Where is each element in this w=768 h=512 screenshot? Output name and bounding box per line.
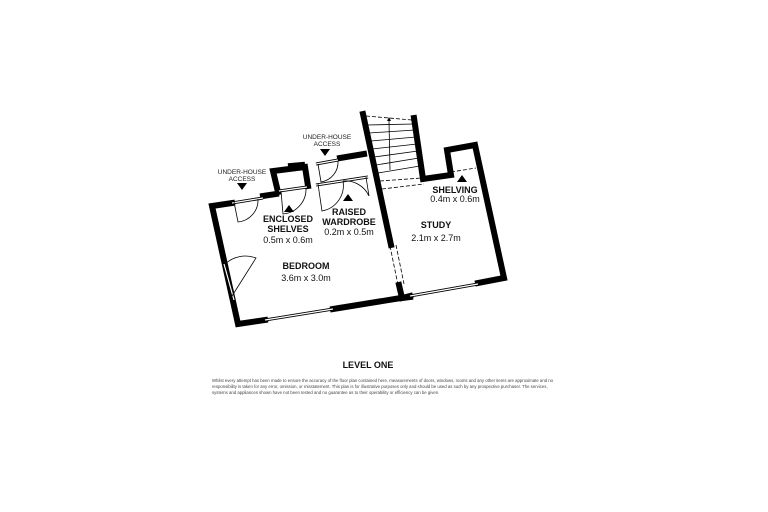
enclosed-shelves-size: 0.5m x 0.6m [263, 235, 313, 245]
windows [222, 158, 479, 322]
disclaimer: Whilst every attempt has been made to en… [212, 378, 554, 395]
level-title: LEVEL ONE [343, 360, 394, 370]
raised-wardrobe-size: 0.2m x 0.5m [324, 227, 374, 237]
enclosed-shelves-label-2: SHELVES [267, 224, 308, 234]
opening [389, 244, 405, 286]
staircase[interactable] [365, 115, 477, 190]
door-swings [224, 160, 370, 297]
access-marker-icon [320, 149, 330, 156]
bedroom-size: 3.6m x 3.0m [281, 273, 331, 283]
access-label-left-line1: UNDER-HOUSE [218, 169, 267, 176]
shelving-size: 0.4m x 0.6m [430, 194, 480, 204]
access-label-left-line2: ACCESS [229, 176, 256, 183]
shelves-marker-icon [284, 205, 294, 212]
triangle-markers [237, 149, 467, 212]
bedroom-label: BEDROOM [283, 261, 330, 271]
shelving-label: SHELVING [432, 185, 477, 195]
access-label-top-line2: ACCESS [314, 141, 341, 148]
raised-wardrobe-label-2: WARDROBE [322, 217, 376, 227]
access-label-top-line1: UNDER-HOUSE [303, 134, 352, 141]
shelving-marker-icon [457, 175, 467, 182]
wardrobe-marker-icon [343, 194, 353, 201]
enclosed-shelves-label-1: ENCLOSED [263, 214, 314, 224]
raised-wardrobe-label-1: RAISED [332, 207, 367, 217]
study-label: STUDY [421, 220, 452, 230]
study-size: 2.1m x 2.7m [411, 233, 461, 243]
access-marker-icon [237, 183, 247, 190]
stair-arrow-icon [387, 117, 391, 121]
